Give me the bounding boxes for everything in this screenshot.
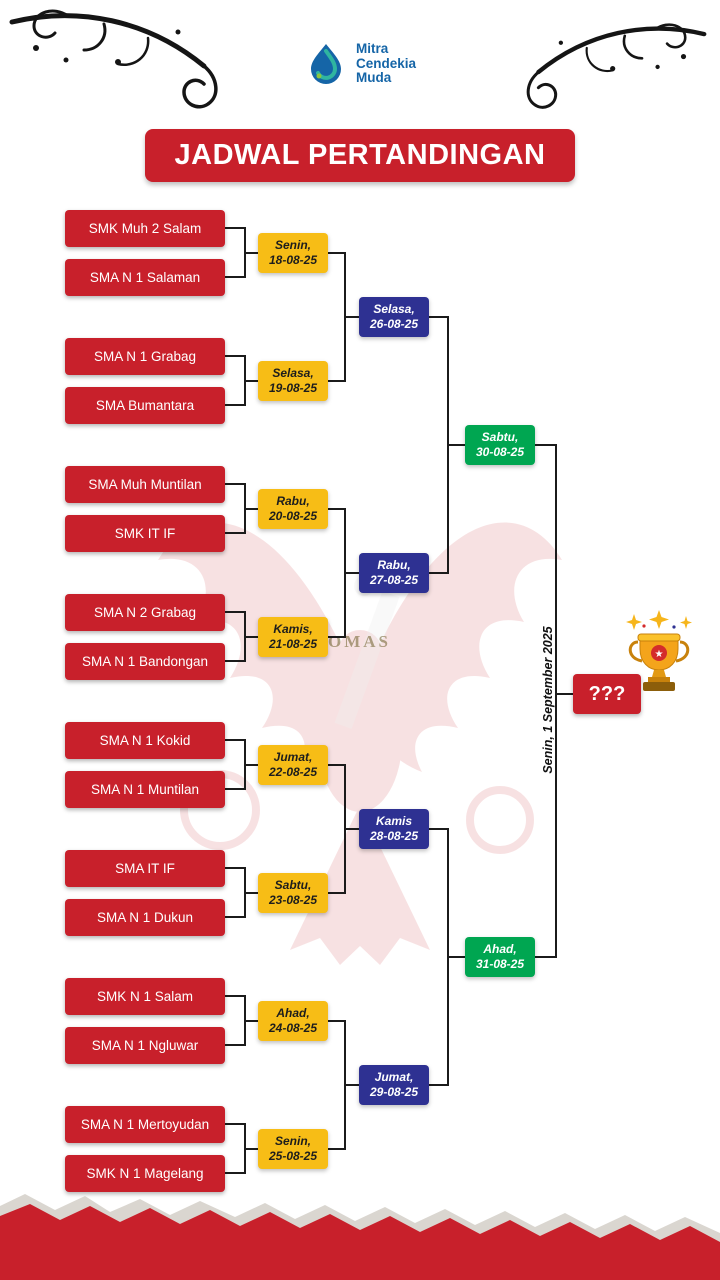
team-box: SMA N 1 Grabag [65,338,225,375]
team-name: SMK IT IF [114,526,176,541]
team-name: SMA N 1 Kokid [99,733,191,748]
match-day: Senin, [274,1134,311,1148]
match-date: 30-08-25 [475,445,525,459]
match-date: 21-08-25 [268,637,318,651]
match-day: Sabtu, [481,430,519,444]
team-box: SMA N 1 Dukun [65,899,225,936]
team-name: SMA N 1 Muntilan [90,782,200,797]
match-day: Jumat, [273,750,313,764]
team-box: SMK N 1 Salam [65,978,225,1015]
match-day: Rabu, [276,494,310,508]
round1-datebox: Ahad,24-08-25 [258,1001,328,1041]
org-logo: Mitra Cendekia Muda [0,42,720,86]
trophy-icon: ★ [626,610,692,691]
logo-line3: Muda [355,70,392,86]
match-day: Rabu, [377,558,411,572]
team-box: SMA N 1 Bandongan [65,643,225,680]
team-name: SMA N 1 Salaman [89,270,201,285]
team-name: SMA N 1 Grabag [93,349,197,364]
final-winner-box: ??? [573,674,641,714]
match-day: Senin, [274,238,311,252]
team-box: SMA N 1 Salaman [65,259,225,296]
corner-flourish-left-icon [9,9,218,109]
round1-datebox: Jumat,22-08-25 [258,745,328,785]
match-day: Kamis [375,814,413,828]
page-title: JADWAL PERTANDINGAN [145,129,575,182]
team-box: SMA N 2 Grabag [65,594,225,631]
team-name: SMA N 1 Ngluwar [91,1038,199,1053]
round2-datebox: Jumat,29-08-25 [359,1065,429,1105]
logo-line2: Cendekia [355,55,417,71]
match-date: 25-08-25 [268,1149,318,1163]
team-box: SMA N 1 Muntilan [65,771,225,808]
match-date: 28-08-25 [369,829,419,843]
match-day: Selasa, [373,302,415,316]
team-name: SMA Muh Muntilan [88,477,202,492]
team-name: SMA N 2 Grabag [93,605,197,620]
round1-datebox: Sabtu,23-08-25 [258,873,328,913]
logo-text: Mitra Cendekia Muda [356,42,416,86]
team-box: SMA N 1 Kokid [65,722,225,759]
team-box: SMK IT IF [65,515,225,552]
team-box: SMA N 1 Ngluwar [65,1027,225,1064]
team-box: SMA Muh Muntilan [65,466,225,503]
match-date: 19-08-25 [268,381,318,395]
team-name: SMA N 1 Mertoyudan [80,1117,210,1132]
round1-datebox: Kamis,21-08-25 [258,617,328,657]
match-date: 24-08-25 [268,1021,318,1035]
match-day: Selasa, [272,366,314,380]
team-box: SMA IT IF [65,850,225,887]
team-box: SMA Bumantara [65,387,225,424]
round1-datebox: Rabu,20-08-25 [258,489,328,529]
team-name: SMA IT IF [115,861,175,876]
match-date: 20-08-25 [268,509,318,523]
logo-drop-icon [310,44,341,84]
team-name: SMK Muh 2 Salam [88,221,202,236]
team-box: SMA N 1 Mertoyudan [65,1106,225,1143]
match-day: Ahad, [276,1006,310,1020]
team-box: SMK Muh 2 Salam [65,210,225,247]
team-name: SMA N 1 Bandongan [81,654,209,669]
match-day: Ahad, [483,942,517,956]
corner-flourish-right-icon [526,23,707,109]
team-box: SMK N 1 Magelang [65,1155,225,1192]
round1-datebox: Senin,25-08-25 [258,1129,328,1169]
match-day: Jumat, [374,1070,414,1084]
svg-text:★: ★ [655,649,664,660]
match-date: 18-08-25 [268,253,318,267]
round1-datebox: Senin,18-08-25 [258,233,328,273]
semifinal-datebox: Ahad,31-08-25 [465,937,535,977]
team-name: SMK N 1 Magelang [86,1166,204,1181]
match-date: 29-08-25 [369,1085,419,1099]
round1-datebox: Selasa,19-08-25 [258,361,328,401]
watermark-text: OMAS [328,632,391,651]
team-name: SMA Bumantara [95,398,195,413]
match-date: 26-08-25 [369,317,419,331]
match-day: Kamis, [273,622,313,636]
team-name: SMA N 1 Dukun [96,910,194,925]
semifinal-datebox: Sabtu,30-08-25 [465,425,535,465]
match-day: Sabtu, [274,878,312,892]
round2-datebox: Selasa,26-08-25 [359,297,429,337]
team-name: SMK N 1 Salam [96,989,194,1004]
match-date: 23-08-25 [268,893,318,907]
logo-line1: Mitra [355,41,389,57]
match-date: 27-08-25 [369,573,419,587]
match-date: 22-08-25 [268,765,318,779]
round2-datebox: Rabu,27-08-25 [359,553,429,593]
match-date: 31-08-25 [475,957,525,971]
final-date-label: Senin, 1 September 2025 [541,626,555,774]
